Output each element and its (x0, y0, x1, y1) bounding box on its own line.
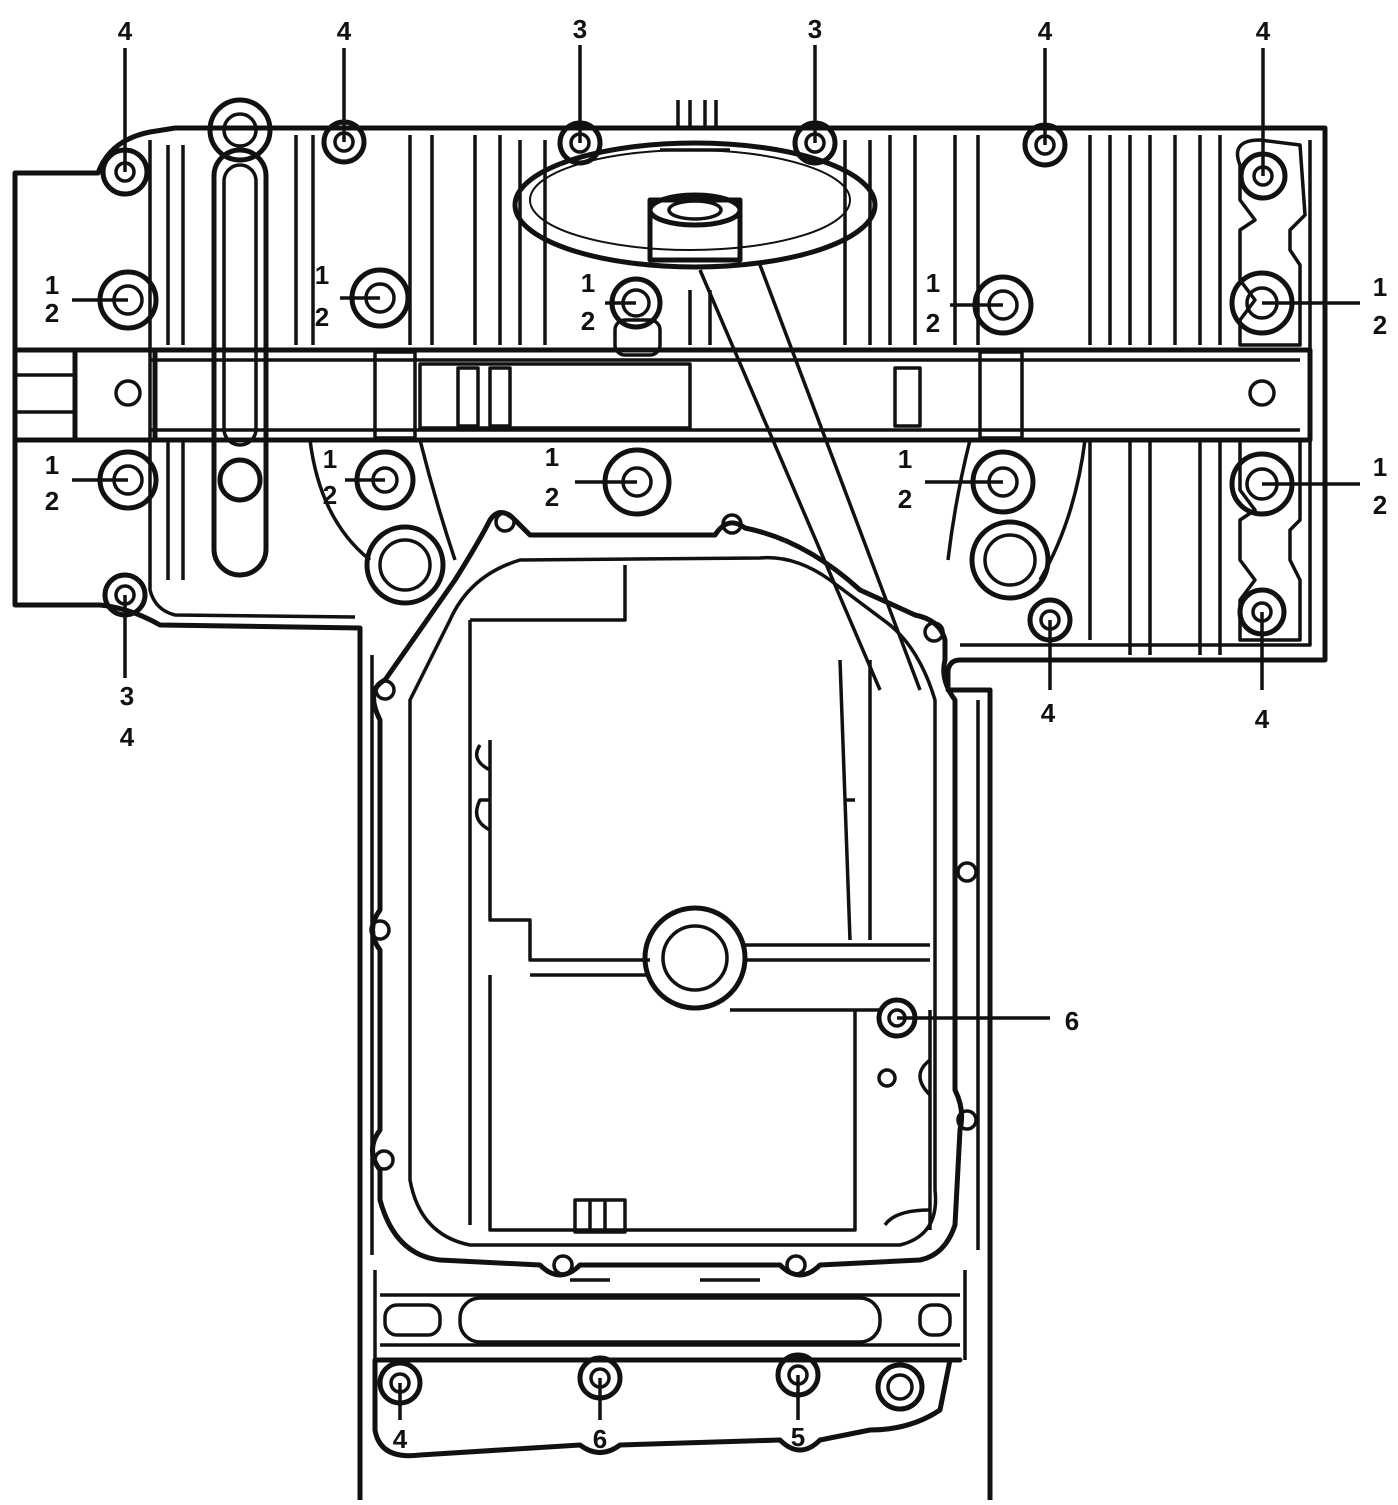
callout-label: 3 (120, 681, 134, 711)
callout-label: 1 (545, 442, 559, 472)
upper-crankcase (12, 97, 1328, 693)
callout-label: 1 (45, 450, 59, 480)
callout-label: 1 (581, 268, 595, 298)
callout-label: 2 (315, 302, 329, 332)
callout-label: 1 (898, 444, 912, 474)
drain-boss (642, 905, 748, 1011)
callout-label: 4 (1038, 16, 1053, 46)
leader-lines (72, 45, 1360, 1420)
oil-pan-outer (357, 642, 993, 1505)
callout-label: 6 (1065, 1006, 1079, 1036)
left-slot (211, 147, 269, 578)
callout-label: 3 (808, 14, 822, 44)
callout-label: 2 (45, 298, 59, 328)
left-boss-block (72, 347, 158, 443)
pan-bolt-lugs (369, 511, 978, 1276)
bottom-lug-row (372, 1357, 963, 1459)
callout-label: 2 (926, 308, 940, 338)
bolt-bosses-upper (100, 119, 1288, 201)
callout-label: 2 (1373, 490, 1387, 520)
main-gallery-band (12, 347, 1313, 443)
callout-label: 6 (593, 1424, 607, 1454)
right-case-inner-edge (960, 140, 1312, 647)
cooling-ribs (166, 135, 1222, 655)
callout-label: 1 (1373, 272, 1387, 302)
callout-label: 4 (337, 16, 352, 46)
callout-label: 4 (393, 1424, 408, 1454)
callout-label: 5 (791, 1422, 805, 1452)
callout-label: 2 (45, 486, 59, 516)
oil-filter-housing (512, 100, 922, 691)
callout-label: 2 (898, 484, 912, 514)
bearing-bolt-bosses (97, 267, 1295, 517)
callout-label: 4 (1041, 698, 1056, 728)
callout-label: 4 (120, 722, 135, 752)
callout-label: 1 (1373, 452, 1387, 482)
callout-label: 2 (581, 306, 595, 336)
callout-label: 4 (1255, 704, 1270, 734)
callout-label: 1 (926, 268, 940, 298)
callout-label: 1 (315, 260, 329, 290)
callout-label: 4 (1256, 16, 1271, 46)
callout-label: 2 (323, 480, 337, 510)
callout-label: 3 (573, 14, 587, 44)
gasket-flange (370, 510, 965, 1278)
upper-case-inner-edge (148, 140, 356, 619)
callout-label: 1 (323, 444, 337, 474)
callout-label: 1 (45, 270, 59, 300)
oil-pan (357, 510, 993, 1505)
callout-labels: 4 4 3 3 4 4 1 2 1 2 1 2 1 2 1 2 1 2 1 2 … (45, 14, 1387, 1454)
callout-label: 2 (545, 482, 559, 512)
callout-label: 2 (1373, 310, 1387, 340)
callout-label: 4 (118, 16, 133, 46)
